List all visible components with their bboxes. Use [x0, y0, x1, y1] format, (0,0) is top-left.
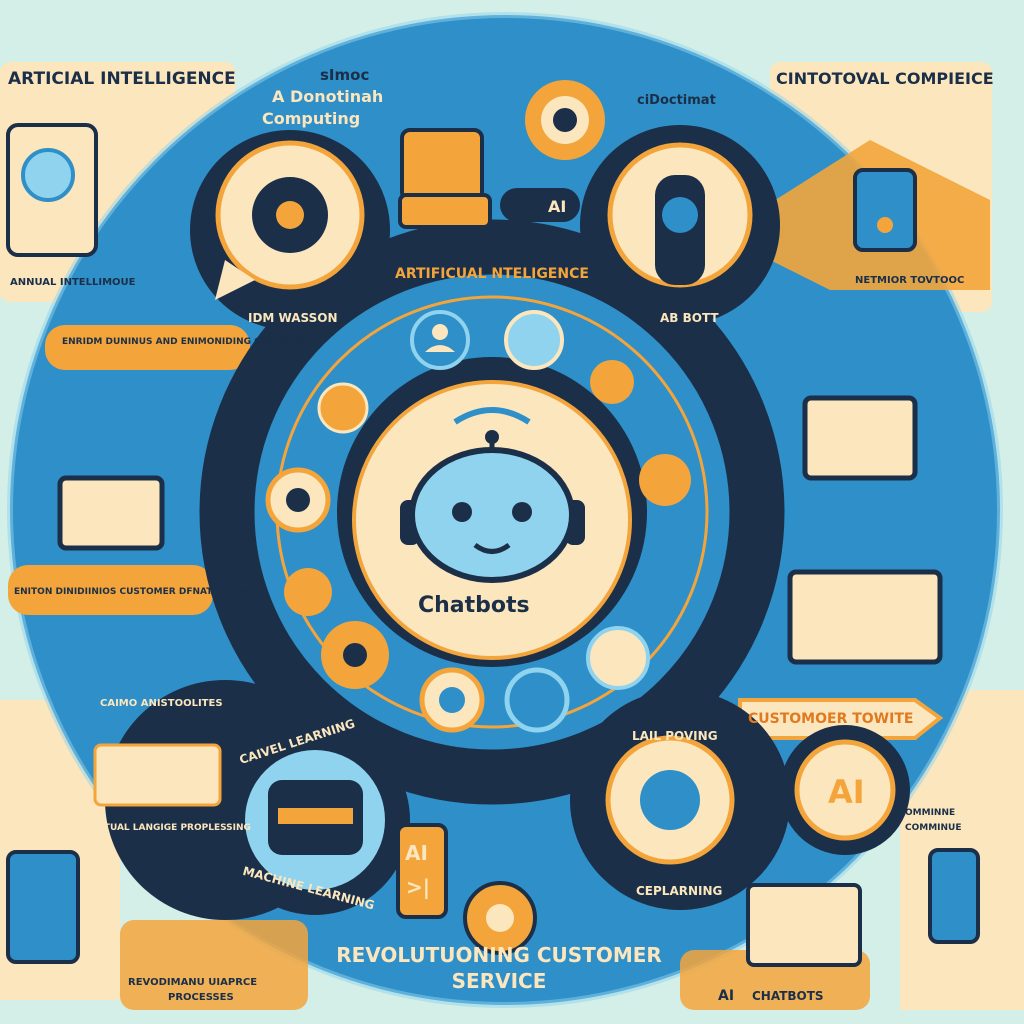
processes-text-1: REVODIMANU UIAPRCE — [128, 977, 257, 988]
document-icon — [400, 128, 484, 202]
ring-label-top: ARTIFICUAL NTELIGENCE — [395, 266, 589, 282]
chat-icon — [504, 310, 564, 370]
customer-banner-text: CUSTOMOER TOWITE — [748, 711, 913, 727]
robot-face-icon — [400, 407, 585, 583]
card-icon — [398, 193, 492, 229]
camera-icon — [590, 360, 634, 404]
chart-icon — [284, 568, 332, 616]
phone-icon — [6, 850, 80, 964]
globe-icon — [21, 148, 75, 202]
top-left-footer: ANNUAL INTELLIMOUE — [10, 277, 136, 288]
inner-ring-icons — [265, 310, 691, 733]
laptop-icon — [57, 475, 165, 551]
chatbots-text: CHATBOTS — [752, 989, 824, 1003]
phone-button-icon — [877, 217, 893, 233]
right-small-2: COMMINUE — [905, 823, 962, 833]
top-left-title: ARTICIAL INTELLIGENCE — [8, 69, 236, 89]
left-banner-2-text: ENITON DINIDIINIOS CUSTOMER DFNATION ENI… — [14, 587, 266, 597]
phone-icon — [928, 848, 980, 944]
nlp-top-label: CAIMO ANISTOOLITES — [100, 698, 223, 709]
ai-badge: AI — [548, 197, 566, 216]
lail-label: LAIL POVING — [632, 729, 718, 743]
chatbots-ai-text: AI — [718, 988, 734, 1004]
main-circle-rim — [7, 12, 1003, 1008]
top-center-line2: A Donotinah — [272, 87, 383, 106]
laptop-icon — [746, 883, 862, 967]
target-icon — [317, 382, 369, 434]
top-right-title: CINTOTOVAL COMPIEICE — [776, 69, 994, 88]
phone-ai-label: AI — [405, 841, 428, 865]
top-center-line1: sImoc — [320, 66, 369, 84]
ai-badge-pill — [500, 188, 580, 222]
monitor-icon — [787, 569, 943, 665]
center-title: Chatbots — [418, 593, 530, 618]
phone-ai-icon — [396, 823, 448, 919]
top-right-footer: NETMIOR TOVTOOC — [855, 275, 964, 286]
right-small-1: OMMINNE — [905, 808, 955, 818]
monitor-icon — [802, 395, 918, 481]
outer-ring — [199, 219, 785, 805]
phone-icon — [853, 168, 917, 252]
nlp-label: NATUAL LANGIGE PROPLESSING — [90, 823, 251, 833]
bulb-icon — [504, 667, 570, 733]
coin-icon — [639, 454, 691, 506]
left-banner-2 — [8, 565, 213, 615]
dashboard-icon — [586, 626, 650, 690]
processes-text-2: PROCESSES — [168, 992, 234, 1003]
nlp-card — [93, 743, 222, 807]
top-center-line3: Computing — [262, 109, 360, 128]
ai-medal-icon — [794, 739, 896, 841]
ab-bott-label: AB BOTT — [660, 311, 719, 325]
left-banner-1-text: ENRIDM DUNINUS AND ENIMONIDING COMUNICHE… — [62, 337, 322, 347]
bottom-title: REVOLUTUONING CUSTOMER SERVICE — [336, 943, 662, 993]
processes-box — [120, 920, 308, 1010]
left-banner-1 — [45, 325, 250, 370]
ibm-watson-label: IDM WASSON — [248, 311, 338, 325]
ai-medal-label: AI — [828, 773, 865, 811]
deep-learning-label: CEPLARNING — [636, 884, 722, 898]
phone-prompt-label: >| — [406, 875, 430, 899]
top-center-right: ciDoctimat — [637, 93, 716, 108]
